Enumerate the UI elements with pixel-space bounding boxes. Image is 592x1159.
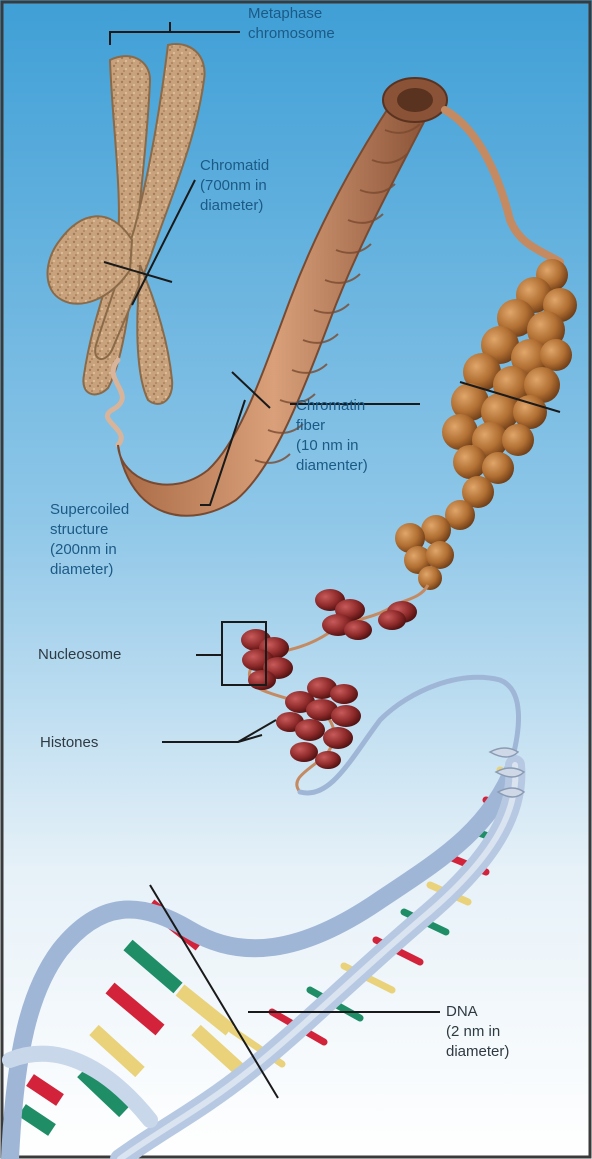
label-supercoiled-structure: Supercoiled structure (200nm in diameter…	[50, 500, 129, 580]
label-nucleosome: Nucleosome	[38, 645, 121, 665]
label-chromatid: Chromatid (700nm in diameter)	[200, 156, 269, 216]
label-dna: DNA (2 nm in diameter)	[446, 1002, 509, 1062]
label-histones: Histones	[40, 733, 98, 753]
label-metaphase-chromosome: Metaphase chromosome	[248, 4, 335, 44]
label-chromatin-fiber: Chromatin fiber (10 nm in diamenter)	[296, 396, 368, 476]
